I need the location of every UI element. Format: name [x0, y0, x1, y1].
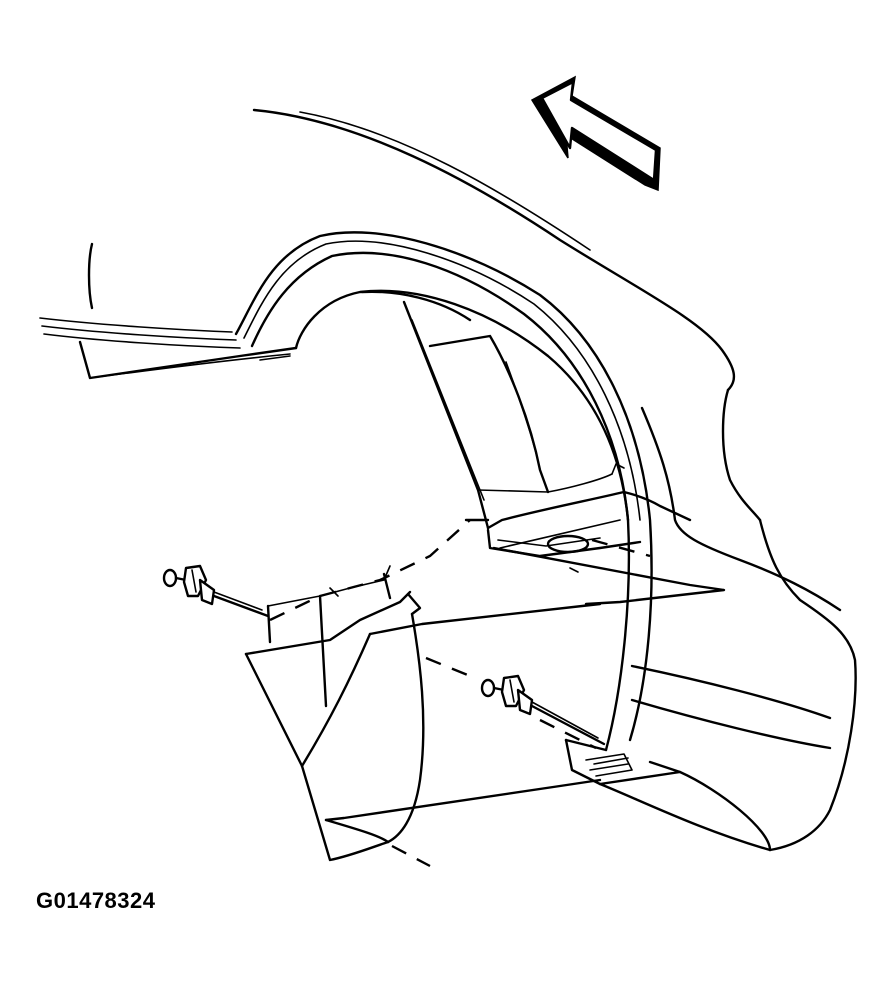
push-pin-retainer-icon — [162, 564, 270, 618]
inner-wheelhouse — [402, 300, 626, 530]
quarter-panel-outline — [252, 108, 857, 852]
push-pin-retainer-icon — [480, 674, 606, 746]
fascia-slot — [546, 534, 590, 554]
lower-fastener-guide — [425, 656, 597, 750]
figure-id-label: G01478324 — [36, 888, 156, 913]
fascia-upper-edge — [486, 490, 726, 606]
wheel-arch — [234, 231, 653, 752]
direction-arrow-icon — [530, 75, 661, 192]
upper-fastener-guide — [269, 518, 651, 622]
rocker-panel-lines — [39, 242, 298, 380]
bumper-fascia-body — [244, 565, 832, 868]
